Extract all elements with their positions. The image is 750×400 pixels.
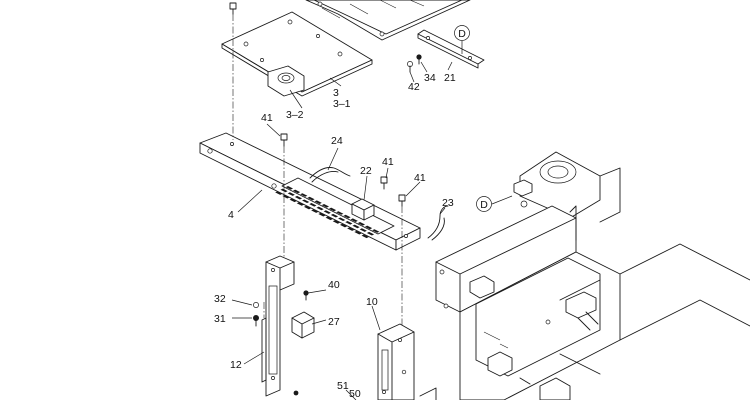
perforation-slot — [303, 205, 312, 210]
leader-lines — [231, 61, 453, 400]
perforation-slot — [343, 214, 351, 219]
perforation-slot — [339, 223, 348, 228]
callout-42: 42 — [408, 81, 420, 93]
callout-3-2: 3–2 — [286, 109, 304, 121]
callout-41-left: 41 — [261, 112, 273, 124]
bolt-32 — [253, 302, 259, 308]
bolt-41-right — [398, 194, 406, 207]
bolt-42 — [407, 61, 413, 73]
callout-3: 3 — [333, 87, 339, 99]
bolt-top-left — [229, 2, 237, 15]
perforation-slot — [307, 196, 315, 201]
perforation-slot — [293, 189, 301, 194]
bracket-21 — [417, 29, 485, 69]
bolt-40 — [303, 290, 309, 301]
perforation-slot — [314, 200, 322, 204]
frame-4 — [199, 132, 421, 251]
reference-marker-top-label: D — [458, 28, 466, 40]
harness-24 — [309, 167, 351, 183]
perforation-slot — [332, 220, 340, 224]
perforation-slot — [318, 212, 326, 217]
perforation-slot — [330, 213, 339, 218]
perforation-slot — [359, 228, 367, 232]
perforation-slot — [321, 204, 329, 208]
perforation-slot — [309, 203, 317, 207]
callout-4: 4 — [228, 209, 234, 221]
perforation-slot — [352, 224, 360, 229]
perforation-slot — [365, 225, 373, 230]
bolt-41-middle — [380, 176, 388, 190]
callout-12: 12 — [230, 359, 242, 371]
floor-plate-upper — [305, 0, 471, 41]
callout-51: 51 — [337, 380, 349, 392]
panel-perforations — [275, 186, 380, 239]
perforation-slot — [285, 186, 293, 190]
perforation-slot — [296, 202, 304, 206]
perforation-slot — [275, 191, 283, 195]
callout-31: 31 — [214, 313, 226, 325]
bracket-10 — [377, 323, 415, 400]
bolt-bottom — [293, 390, 299, 396]
callout-41-right: 41 — [414, 172, 426, 184]
perforation-slot — [354, 230, 362, 235]
callout-21: 21 — [444, 72, 456, 84]
callout-24: 24 — [331, 135, 343, 147]
perforation-slot — [294, 195, 303, 200]
machine-frame — [419, 151, 750, 400]
perforation-slot — [336, 211, 344, 215]
perforation-slot — [350, 218, 358, 222]
bracket-27 — [291, 311, 315, 339]
perforation-slot — [357, 222, 365, 226]
perforation-slot — [300, 193, 308, 197]
controller-22 — [351, 198, 375, 221]
perforation-slot — [372, 229, 380, 233]
cover-plate-3 — [221, 11, 373, 97]
upright-12 — [261, 255, 295, 397]
callout-10: 10 — [366, 296, 378, 308]
perforation-slot — [347, 227, 355, 231]
callout-40: 40 — [328, 279, 340, 291]
bolt-41-left — [280, 133, 288, 147]
perforation-slot — [361, 234, 369, 239]
perforation-slot — [325, 216, 333, 221]
perforation-slot — [338, 217, 346, 222]
bolt-31 — [253, 315, 259, 327]
callout-41-middle: 41 — [382, 156, 394, 168]
perforation-slot — [289, 198, 297, 203]
callout-23: 23 — [442, 197, 454, 209]
perforation-slot — [329, 207, 337, 212]
perforation-slot — [282, 194, 290, 199]
perforation-slot — [287, 192, 295, 196]
harness-23 — [427, 205, 449, 241]
callout-50: 50 — [349, 388, 361, 400]
callout-22: 22 — [360, 165, 372, 177]
callout-labels: 3 3–1 3–2 4 41 24 22 41 41 23 21 34 42 4… — [214, 72, 456, 400]
bolt-34 — [416, 54, 422, 65]
callout-27: 27 — [328, 316, 340, 328]
perforation-slot — [302, 199, 310, 204]
perforation-slot — [316, 206, 324, 211]
callout-32: 32 — [214, 293, 226, 305]
perforation-slot — [311, 209, 319, 213]
reference-marker-right: D — [476, 195, 513, 212]
perforation-slot — [366, 231, 375, 236]
assembly-centerlines — [232, 14, 403, 332]
perforation-slot — [345, 221, 353, 225]
perforation-slot — [323, 210, 331, 214]
reference-marker-top: D — [454, 25, 470, 54]
callout-34: 34 — [424, 72, 436, 84]
callout-3-1: 3–1 — [333, 98, 351, 110]
reference-marker-right-label: D — [480, 199, 488, 211]
